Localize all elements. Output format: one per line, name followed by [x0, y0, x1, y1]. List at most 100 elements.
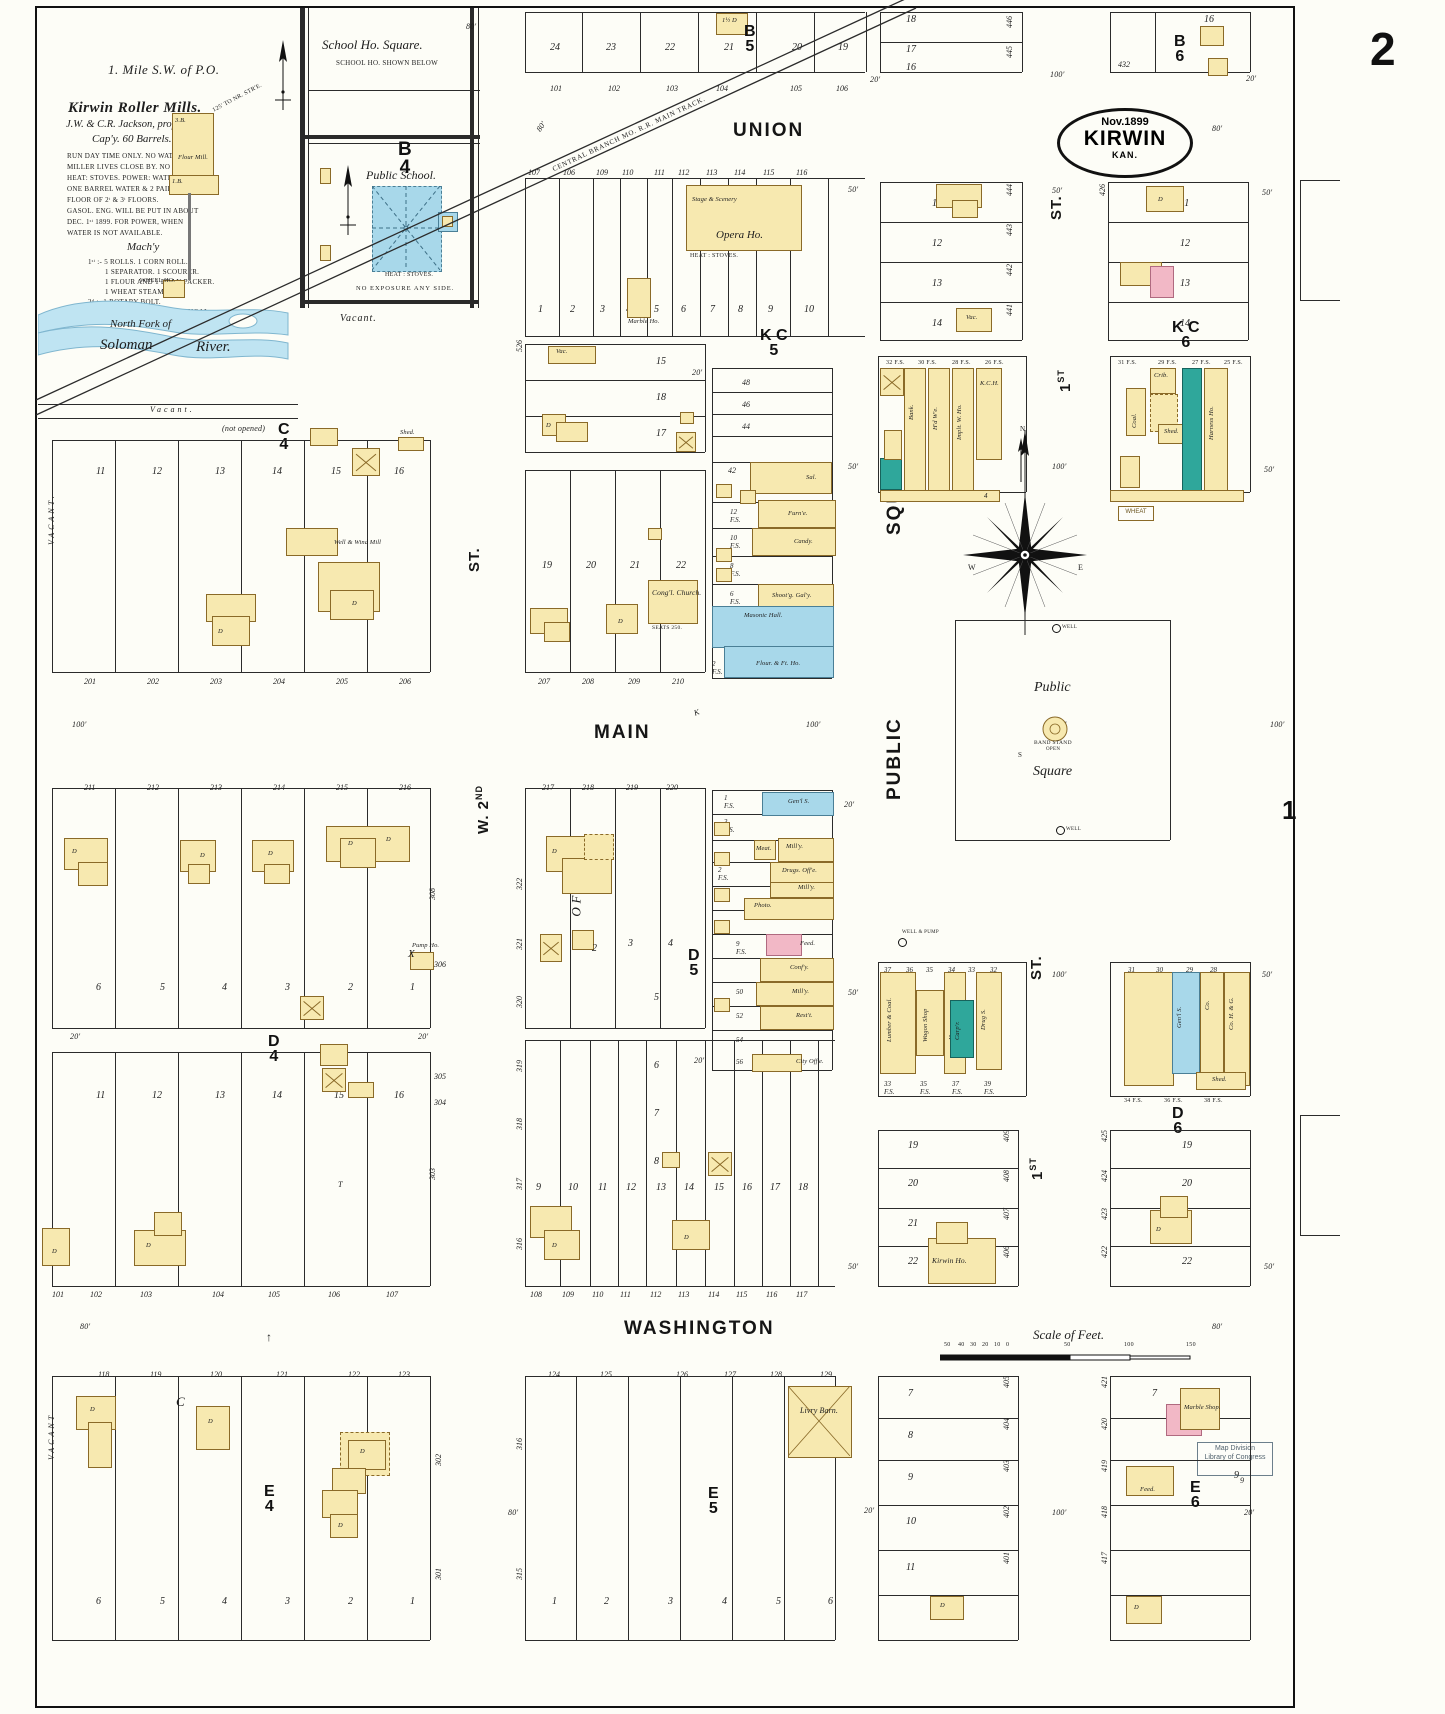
river-label-line3: River.: [196, 339, 231, 355]
small-north-arrow-icon: [1018, 438, 1024, 482]
dim-50-d5b: 50': [848, 1262, 859, 1271]
confy-label: Conf'y.: [790, 964, 809, 971]
milly3-label: Mill'y.: [792, 988, 810, 995]
opera-stage-label: Stage & Scenery: [692, 196, 737, 203]
mill-capacity: Cap'y. 60 Barrels.: [92, 133, 172, 145]
shooting-gallery-building: [758, 584, 834, 608]
public-square-label-2: Square: [1033, 764, 1073, 779]
compass-rose-icon: [963, 430, 1087, 635]
masonic-hall-building: [712, 606, 834, 648]
kc6-bldg-e: [976, 368, 1002, 460]
d5-rest: [760, 1006, 834, 1030]
kirwin-house-wing: [936, 1222, 968, 1244]
mill-note-2: Heat: stoves. Power: water.: [67, 174, 180, 182]
d6r-shed-label: Shed.: [1212, 1076, 1227, 1083]
frontage-31: 31 F.S.: [1118, 360, 1137, 366]
shooting-gallery-label: Shoot'g. Gal'y.: [772, 592, 812, 599]
d4-bldg-1b: [78, 862, 108, 886]
scale-tick-10: 10: [994, 1342, 1001, 1348]
dim-80-topright: 80': [1212, 124, 1223, 133]
vac-label: Vac.: [556, 348, 568, 355]
title-state: KAN.: [1112, 150, 1138, 161]
d4-x-bldg: [300, 996, 324, 1020]
e4-bldg6: [330, 1514, 358, 1538]
mill-note-1: Miller lives close by. No lights.: [67, 163, 202, 171]
wheel-house-label: Wheel Ho.: [140, 278, 176, 284]
kc5-lot19-bldg2: [544, 622, 570, 642]
mill-height-bottom: 1.B.: [172, 178, 183, 185]
scale-tick-50a: 50: [944, 1342, 951, 1348]
vac-label-2: Vac.: [966, 314, 978, 321]
well-windmill-label: Well & Wind Mill: [334, 539, 382, 546]
drugs-office-building: [976, 972, 1002, 1070]
d5-meat: [754, 840, 776, 860]
d6r-shed: [1196, 1072, 1246, 1090]
kc6-bldg-c: [928, 368, 950, 492]
candy-building: [752, 528, 836, 556]
livery-barn-lines: [788, 1386, 850, 1456]
feed-label-e6: Feed.: [1140, 1486, 1156, 1493]
furniture-label: Furn'e.: [788, 510, 808, 517]
church-seats-label: Seats 250.: [652, 625, 683, 631]
d6r-bldg1: [1124, 972, 1174, 1086]
lumber-coal-building: [880, 972, 916, 1074]
compass-east-label: E: [1078, 563, 1084, 572]
kc5-lot21-bldg: [606, 604, 638, 634]
congl-church-building: [648, 580, 698, 624]
dim-50-mid: 50': [848, 462, 859, 471]
e6r-feed-bldg: [1126, 1466, 1174, 1496]
mill-height-top: 3.B.: [175, 117, 186, 124]
railroad-track: [36, 0, 917, 416]
dim-80-b5: 80': [466, 22, 477, 31]
furniture-building: [758, 500, 836, 528]
d4l-xbldg: [322, 1068, 346, 1092]
compass-south-label: S: [1018, 751, 1023, 759]
d6r-bldg3: [1200, 972, 1224, 1074]
scale-tick-100: 100: [1124, 1342, 1134, 1348]
scale-tick-40: 40: [958, 1342, 965, 1348]
marble-shop-label: Marble Shop.: [1184, 1404, 1221, 1411]
d5-xbldg: [540, 934, 562, 962]
loc-stamp-mark: 9: [1240, 1476, 1245, 1485]
frontage-29: 29 F.S.: [1158, 360, 1177, 366]
band-stand-icon: [1042, 716, 1068, 742]
school-square-title: School Ho. Square.: [322, 37, 423, 52]
public-school-label: Public School.: [366, 168, 436, 182]
mill-note-6: Dec. 1ˢᵗ 1899. For power, when: [67, 218, 184, 226]
marble-shop-building: [1180, 1388, 1220, 1430]
well-icon-2: [1056, 826, 1065, 835]
d5-photo: [744, 898, 834, 920]
rest-label: Rest't.: [796, 1012, 813, 1019]
kirwin-house-label: Kirwin Ho.: [932, 1256, 967, 1265]
dim-20-wash: 20': [864, 1506, 875, 1515]
kc6r-crib: [1150, 368, 1176, 394]
livery-barn-label: Livry Barn.: [800, 1406, 838, 1415]
d5-feed: [766, 934, 802, 956]
crib-label: Crib.: [1154, 372, 1169, 379]
frontage-36: 36 F.S.: [1164, 1098, 1183, 1104]
pump-ho-label: Pump Ho.: [412, 942, 440, 949]
opera-heat-note: Heat : stoves.: [690, 253, 739, 259]
kc6-x-bldg: [880, 368, 904, 396]
frontage-30: 30 F.S.: [918, 360, 937, 366]
e4-bldg3: [348, 1440, 386, 1470]
kc5-xbldg: [676, 432, 696, 452]
kc6-bldg-vac: [956, 308, 992, 332]
d6-teal: [950, 1000, 974, 1058]
flour-feed-label: Flour. & Ft. Ho.: [756, 660, 801, 667]
d5l-bldg1b: [544, 1230, 580, 1260]
dim-20-wash2: 20': [1244, 1508, 1254, 1517]
d5-milly2: [770, 882, 834, 898]
flour-feed-house: [724, 646, 834, 678]
title-date: Nov.1899: [1101, 116, 1149, 128]
sheet-border-top: [35, 6, 1295, 8]
d5-bldg4: [572, 930, 594, 950]
